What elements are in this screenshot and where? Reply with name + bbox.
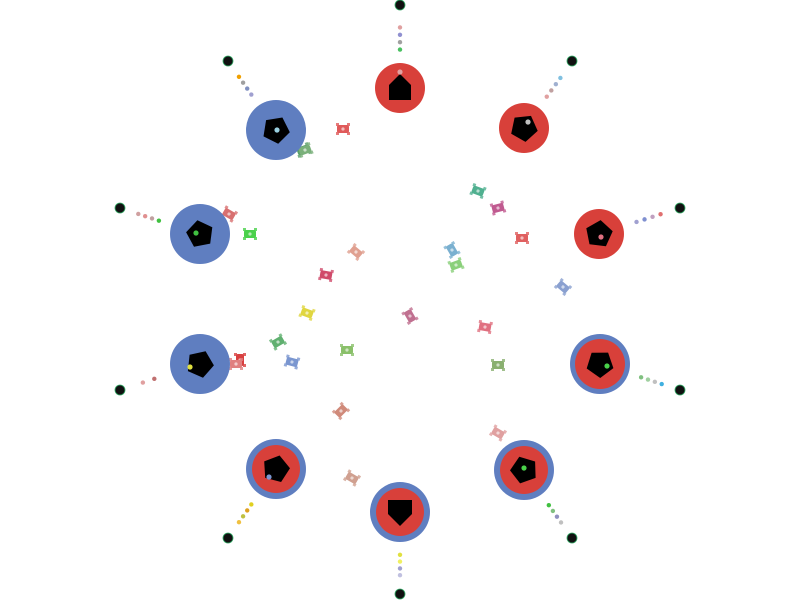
docked-unit [187, 364, 193, 370]
unit-sprite[interactable] [283, 354, 301, 370]
base-left-upper[interactable] [170, 204, 230, 264]
spoke-dot [397, 47, 403, 52]
outpost-node[interactable] [394, 0, 406, 11]
spoke-dot [638, 375, 644, 380]
spoke-dot [152, 376, 157, 382]
unit-sprite[interactable] [489, 200, 507, 216]
unit-sprite[interactable] [488, 424, 508, 442]
docked-unit [193, 230, 199, 236]
docked-unit [604, 363, 610, 369]
spoke-dot [397, 25, 403, 30]
spoke-dot [397, 40, 403, 45]
spoke-dot [558, 520, 564, 525]
base-layer [170, 63, 630, 542]
base-structure [511, 115, 538, 142]
outpost-node[interactable] [394, 588, 406, 600]
spoke-dot [558, 75, 563, 81]
spoke-dot [659, 381, 664, 387]
docked-unit [521, 465, 527, 471]
spoke-dot [240, 514, 246, 519]
unit-sprite[interactable] [331, 401, 351, 421]
unit-sprite[interactable] [401, 306, 419, 326]
spoke-dot [240, 80, 246, 85]
spoke-dot [142, 213, 148, 219]
spoke-dot [652, 379, 658, 385]
spoke-dot [397, 32, 403, 37]
spoke-layer [114, 0, 686, 600]
spoke-dot [149, 216, 155, 221]
unit-sprite[interactable] [336, 123, 350, 135]
base-left-lower[interactable] [170, 334, 230, 394]
outpost-node[interactable] [114, 384, 126, 396]
spoke-dot [549, 88, 554, 93]
base-bottom[interactable] [370, 482, 430, 542]
base-structure [187, 351, 214, 378]
base-bottom-left[interactable] [246, 439, 306, 499]
unit-sprite[interactable] [469, 182, 487, 200]
docked-unit [274, 127, 280, 133]
base-top-right[interactable] [499, 103, 549, 153]
outpost-node[interactable] [674, 384, 686, 396]
base-right-upper[interactable] [574, 209, 624, 259]
unit-sprite[interactable] [268, 333, 288, 351]
unit-sprite[interactable] [342, 469, 362, 487]
unit-sprite[interactable] [346, 242, 366, 262]
spoke-dot [249, 92, 254, 97]
outpost-node[interactable] [674, 202, 686, 214]
unit-sprite[interactable] [229, 358, 243, 370]
outpost-node[interactable] [222, 532, 234, 544]
base-structure [586, 220, 613, 247]
spoke-dot [245, 86, 250, 91]
spoke-dot [554, 514, 560, 519]
spoke-dot [645, 377, 651, 382]
spoke-dot [236, 74, 242, 79]
spoke-dot [245, 508, 250, 513]
spoke-dot [397, 559, 403, 564]
spoke-dot [249, 502, 254, 507]
outpost-node[interactable] [222, 55, 234, 67]
spoke-dot [634, 219, 639, 225]
unit-sprite[interactable] [298, 304, 316, 322]
unit-sprite[interactable] [491, 359, 505, 371]
spoke-dot [156, 218, 162, 223]
base-structure [186, 220, 213, 247]
base-structure [586, 352, 614, 378]
unit-sprite[interactable] [515, 232, 529, 244]
spoke-dot [397, 573, 403, 578]
base-structure [388, 500, 412, 526]
spoke-dot [136, 211, 141, 217]
outpost-node[interactable] [566, 55, 578, 67]
docked-unit [598, 234, 604, 240]
docked-unit [525, 119, 531, 125]
base-right-lower[interactable] [570, 334, 630, 394]
spoke-dot [140, 380, 146, 385]
base-structure [389, 74, 411, 100]
spoke-dot [544, 94, 549, 99]
outpost-node[interactable] [566, 532, 578, 544]
spoke-dot [553, 81, 559, 87]
spoke-dot [236, 520, 242, 525]
docked-unit [266, 474, 272, 480]
unit-sprite[interactable] [243, 228, 257, 240]
spoke-dot [546, 502, 552, 508]
unit-sprite[interactable] [447, 256, 465, 274]
spoke-dot [650, 214, 655, 220]
unit-layer [219, 123, 573, 487]
docked-unit [397, 69, 403, 75]
spoke-dot [658, 212, 663, 217]
spoke-dot [642, 217, 647, 222]
spoke-dot [397, 552, 403, 557]
unit-sprite[interactable] [318, 267, 334, 283]
spoke-dot [397, 566, 403, 571]
outpost-node[interactable] [114, 202, 126, 214]
unit-sprite[interactable] [477, 319, 493, 335]
unit-sprite[interactable] [340, 344, 354, 356]
unit-sprite[interactable] [443, 240, 461, 260]
unit-sprite[interactable] [553, 277, 573, 297]
base-top[interactable] [375, 63, 425, 113]
spoke-dot [550, 508, 556, 514]
